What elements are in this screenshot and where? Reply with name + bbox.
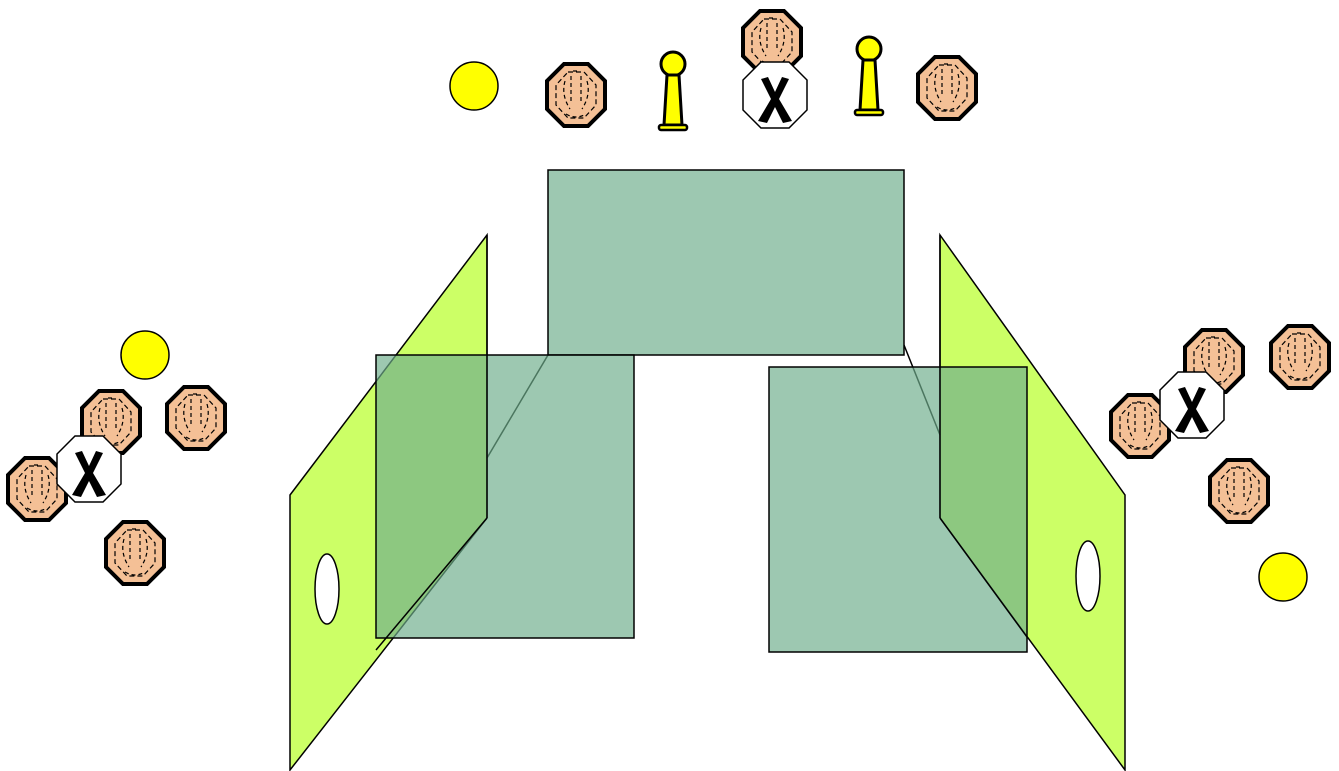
right-group (1111, 326, 1329, 601)
player-target-icon (167, 387, 225, 449)
ball-icon (121, 331, 169, 379)
right-opening-icon (1076, 541, 1100, 611)
goalkeeper-x-icon (1160, 372, 1224, 438)
left-opening-icon (315, 554, 339, 624)
top-center-panel (548, 170, 904, 355)
top-group (450, 11, 976, 130)
player-target-icon (1271, 326, 1329, 388)
player-target-icon (547, 64, 605, 126)
player-target-icon (918, 57, 976, 119)
left-front-panel (376, 355, 634, 638)
ball-icon (1259, 553, 1307, 601)
goalkeeper-x-icon (57, 436, 121, 502)
cone-icon (855, 37, 883, 115)
cone-icon (659, 52, 687, 130)
goalkeeper-x-icon (743, 62, 807, 128)
ball-icon (450, 62, 498, 110)
left-group (8, 331, 225, 584)
player-target-icon (1210, 460, 1268, 522)
right-front-panel (769, 367, 1027, 652)
player-target-icon (106, 522, 164, 584)
